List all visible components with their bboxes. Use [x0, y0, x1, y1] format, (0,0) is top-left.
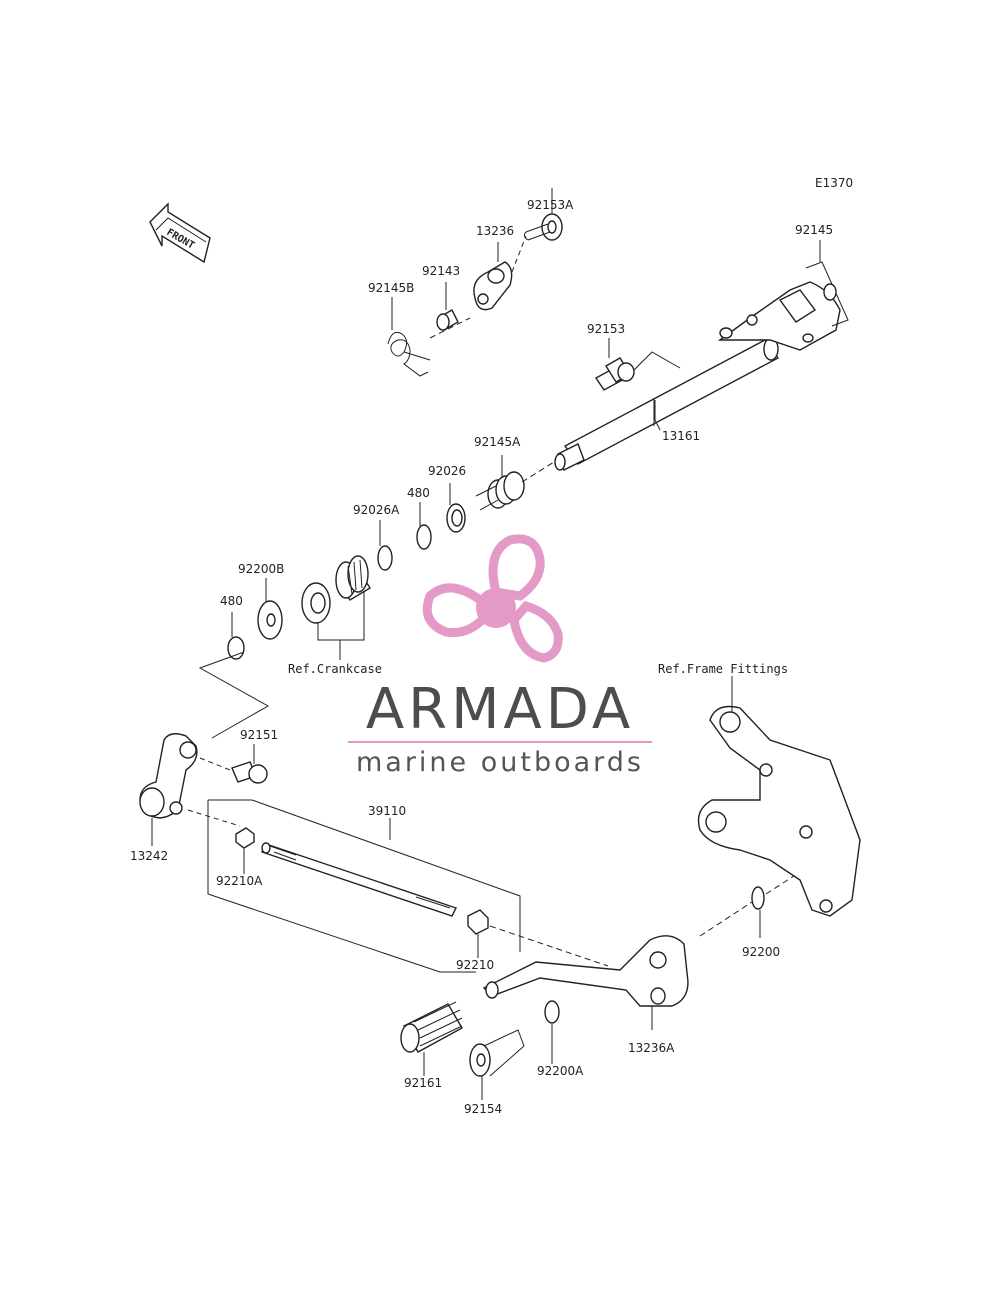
part-92200A-washer — [544, 1000, 560, 1024]
label-92145B: 92145B — [368, 281, 414, 295]
label-92200A: 92200A — [537, 1064, 584, 1078]
ref-frame-label: Ref.Frame Fittings — [658, 662, 788, 676]
label-92026: 92026 — [428, 464, 466, 478]
part-39110-rod — [261, 842, 457, 917]
label-92145: 92145 — [795, 223, 833, 237]
label-92154: 92154 — [464, 1102, 502, 1116]
label-92210A: 92210A — [216, 874, 263, 888]
ref-crankcase-label: Ref.Crankcase — [288, 662, 382, 676]
part-13236A-pedal — [482, 935, 689, 1007]
label-13236: 13236 — [476, 224, 514, 238]
label-92151: 92151 — [240, 728, 278, 742]
watermark-subtitle: marine outboards — [356, 747, 644, 778]
part-480-circlip-lower — [227, 636, 245, 660]
part-92200-washer — [751, 886, 765, 910]
watermark-title: ARMADA — [366, 677, 634, 742]
label-92143: 92143 — [422, 264, 460, 278]
part-92026-washer — [446, 503, 466, 533]
part-92154-bolt — [469, 1029, 525, 1077]
part-480-circlip-upper — [416, 524, 432, 550]
part-13236-arm — [473, 261, 513, 311]
part-92200B-washer — [257, 600, 283, 640]
part-92145A-spring — [475, 471, 525, 511]
part-oil-seal — [301, 582, 331, 624]
part-92153A-bolt — [523, 213, 563, 241]
diagram-code: E1370 — [815, 176, 853, 190]
label-92200: 92200 — [742, 945, 780, 959]
part-92161-rubber — [400, 1001, 463, 1053]
part-92143-collar — [436, 309, 459, 331]
part-92153-bolt — [594, 357, 635, 391]
part-92145B-spring — [387, 331, 431, 377]
label-480-upper: 480 — [407, 486, 430, 500]
label-92161: 92161 — [404, 1076, 442, 1090]
part-frame-fittings — [697, 705, 861, 917]
label-92153: 92153 — [587, 322, 625, 336]
part-13242-arm — [139, 733, 198, 819]
front-arrow-icon: FRONT — [149, 202, 211, 264]
label-480-lower: 480 — [220, 594, 243, 608]
part-92210-nut — [467, 909, 489, 935]
part-13161-shaft — [554, 281, 841, 471]
label-13242: 13242 — [130, 849, 168, 863]
part-92145-clip — [805, 261, 849, 327]
label-92026A: 92026A — [353, 503, 400, 517]
part-92210A-nut — [235, 827, 255, 849]
part-92026A-washer — [377, 545, 393, 571]
label-13236A: 13236A — [628, 1041, 675, 1055]
label-92200B: 92200B — [238, 562, 284, 576]
part-needle-bearing — [335, 555, 371, 601]
label-39110: 39110 — [368, 804, 406, 818]
label-13161: 13161 — [662, 429, 700, 443]
label-92210: 92210 — [456, 958, 494, 972]
part-92151-bolt — [231, 761, 268, 784]
label-92145A: 92145A — [474, 435, 521, 449]
label-92153A: 92153A — [527, 198, 574, 212]
propeller-logo-icon — [422, 534, 563, 663]
watermark: ARMADA marine outboards — [348, 534, 652, 778]
